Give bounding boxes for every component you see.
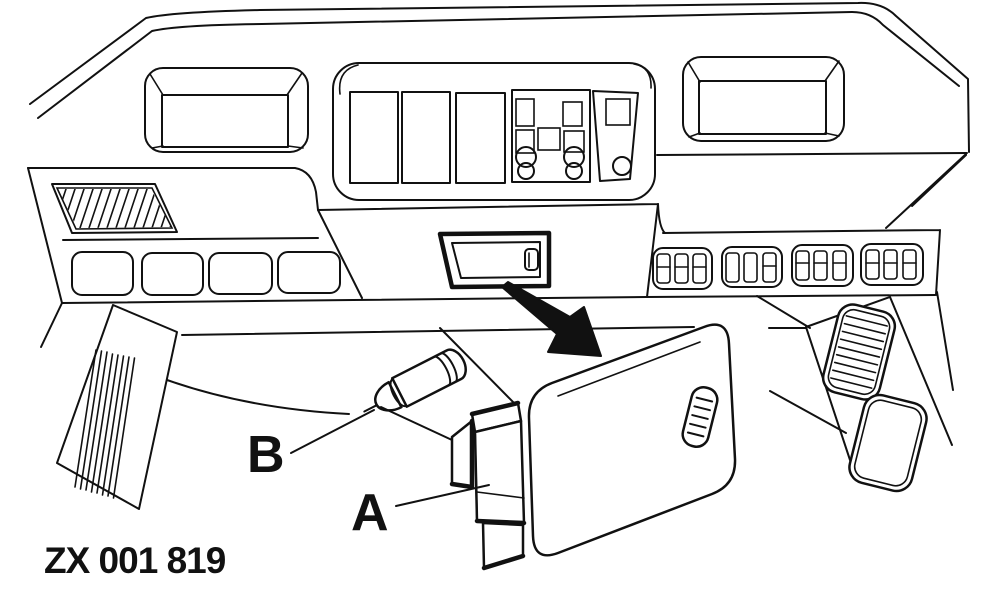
rocker-switch-row	[652, 153, 967, 296]
side-vent-panel	[805, 296, 953, 493]
callout-label-a: A	[351, 484, 389, 542]
bulb-glass	[374, 380, 403, 412]
center-switch-panel	[317, 203, 666, 299]
callout-leader-a	[395, 484, 490, 507]
left-storage-bin	[144, 67, 309, 153]
left-fascia	[27, 167, 936, 348]
rocker-panel	[652, 247, 713, 290]
blank-switch	[277, 251, 341, 294]
thumbwheel-detail	[524, 248, 539, 271]
gauge-window	[349, 91, 399, 184]
rocker-panel	[791, 244, 854, 287]
shroud-hatching	[74, 349, 136, 499]
callout-leader-b	[290, 409, 375, 454]
steering-column-shroud	[56, 304, 350, 510]
side-air-vent	[821, 303, 897, 401]
rocker-panel	[721, 246, 783, 288]
blank-switch-row	[71, 251, 341, 296]
left-air-vent	[51, 183, 178, 234]
windshield-edge	[29, 1, 970, 156]
switch-body	[469, 400, 527, 571]
switch-faceplate	[527, 323, 737, 557]
switch-connector-tab	[449, 418, 475, 490]
removal-arrow-icon	[501, 281, 602, 357]
switch-thumbwheel	[681, 386, 719, 448]
figure-code: ZX 001 819	[44, 540, 226, 581]
instrument-cluster	[332, 62, 656, 201]
switch-assembly	[449, 323, 737, 571]
lower-dash-contours	[181, 291, 954, 434]
bulb-insert-line	[380, 406, 453, 441]
gauge-window	[455, 92, 506, 184]
bulb	[363, 348, 467, 413]
headlight-switch-opening	[437, 230, 552, 290]
cluster-side-panel	[592, 90, 639, 182]
blank-switch	[208, 252, 273, 295]
blank-switch	[71, 251, 134, 296]
callout-label-b: B	[247, 426, 285, 484]
bulb-contact-pin	[363, 403, 379, 413]
cluster-button-panel	[511, 89, 591, 183]
blank-switch	[141, 252, 204, 296]
bulb-holder	[390, 348, 467, 408]
depth-guide-line	[439, 327, 518, 407]
gauge-window	[401, 91, 451, 184]
rocker-panel	[860, 243, 924, 286]
side-blank-panel	[848, 393, 928, 493]
right-storage-bin	[682, 56, 845, 142]
